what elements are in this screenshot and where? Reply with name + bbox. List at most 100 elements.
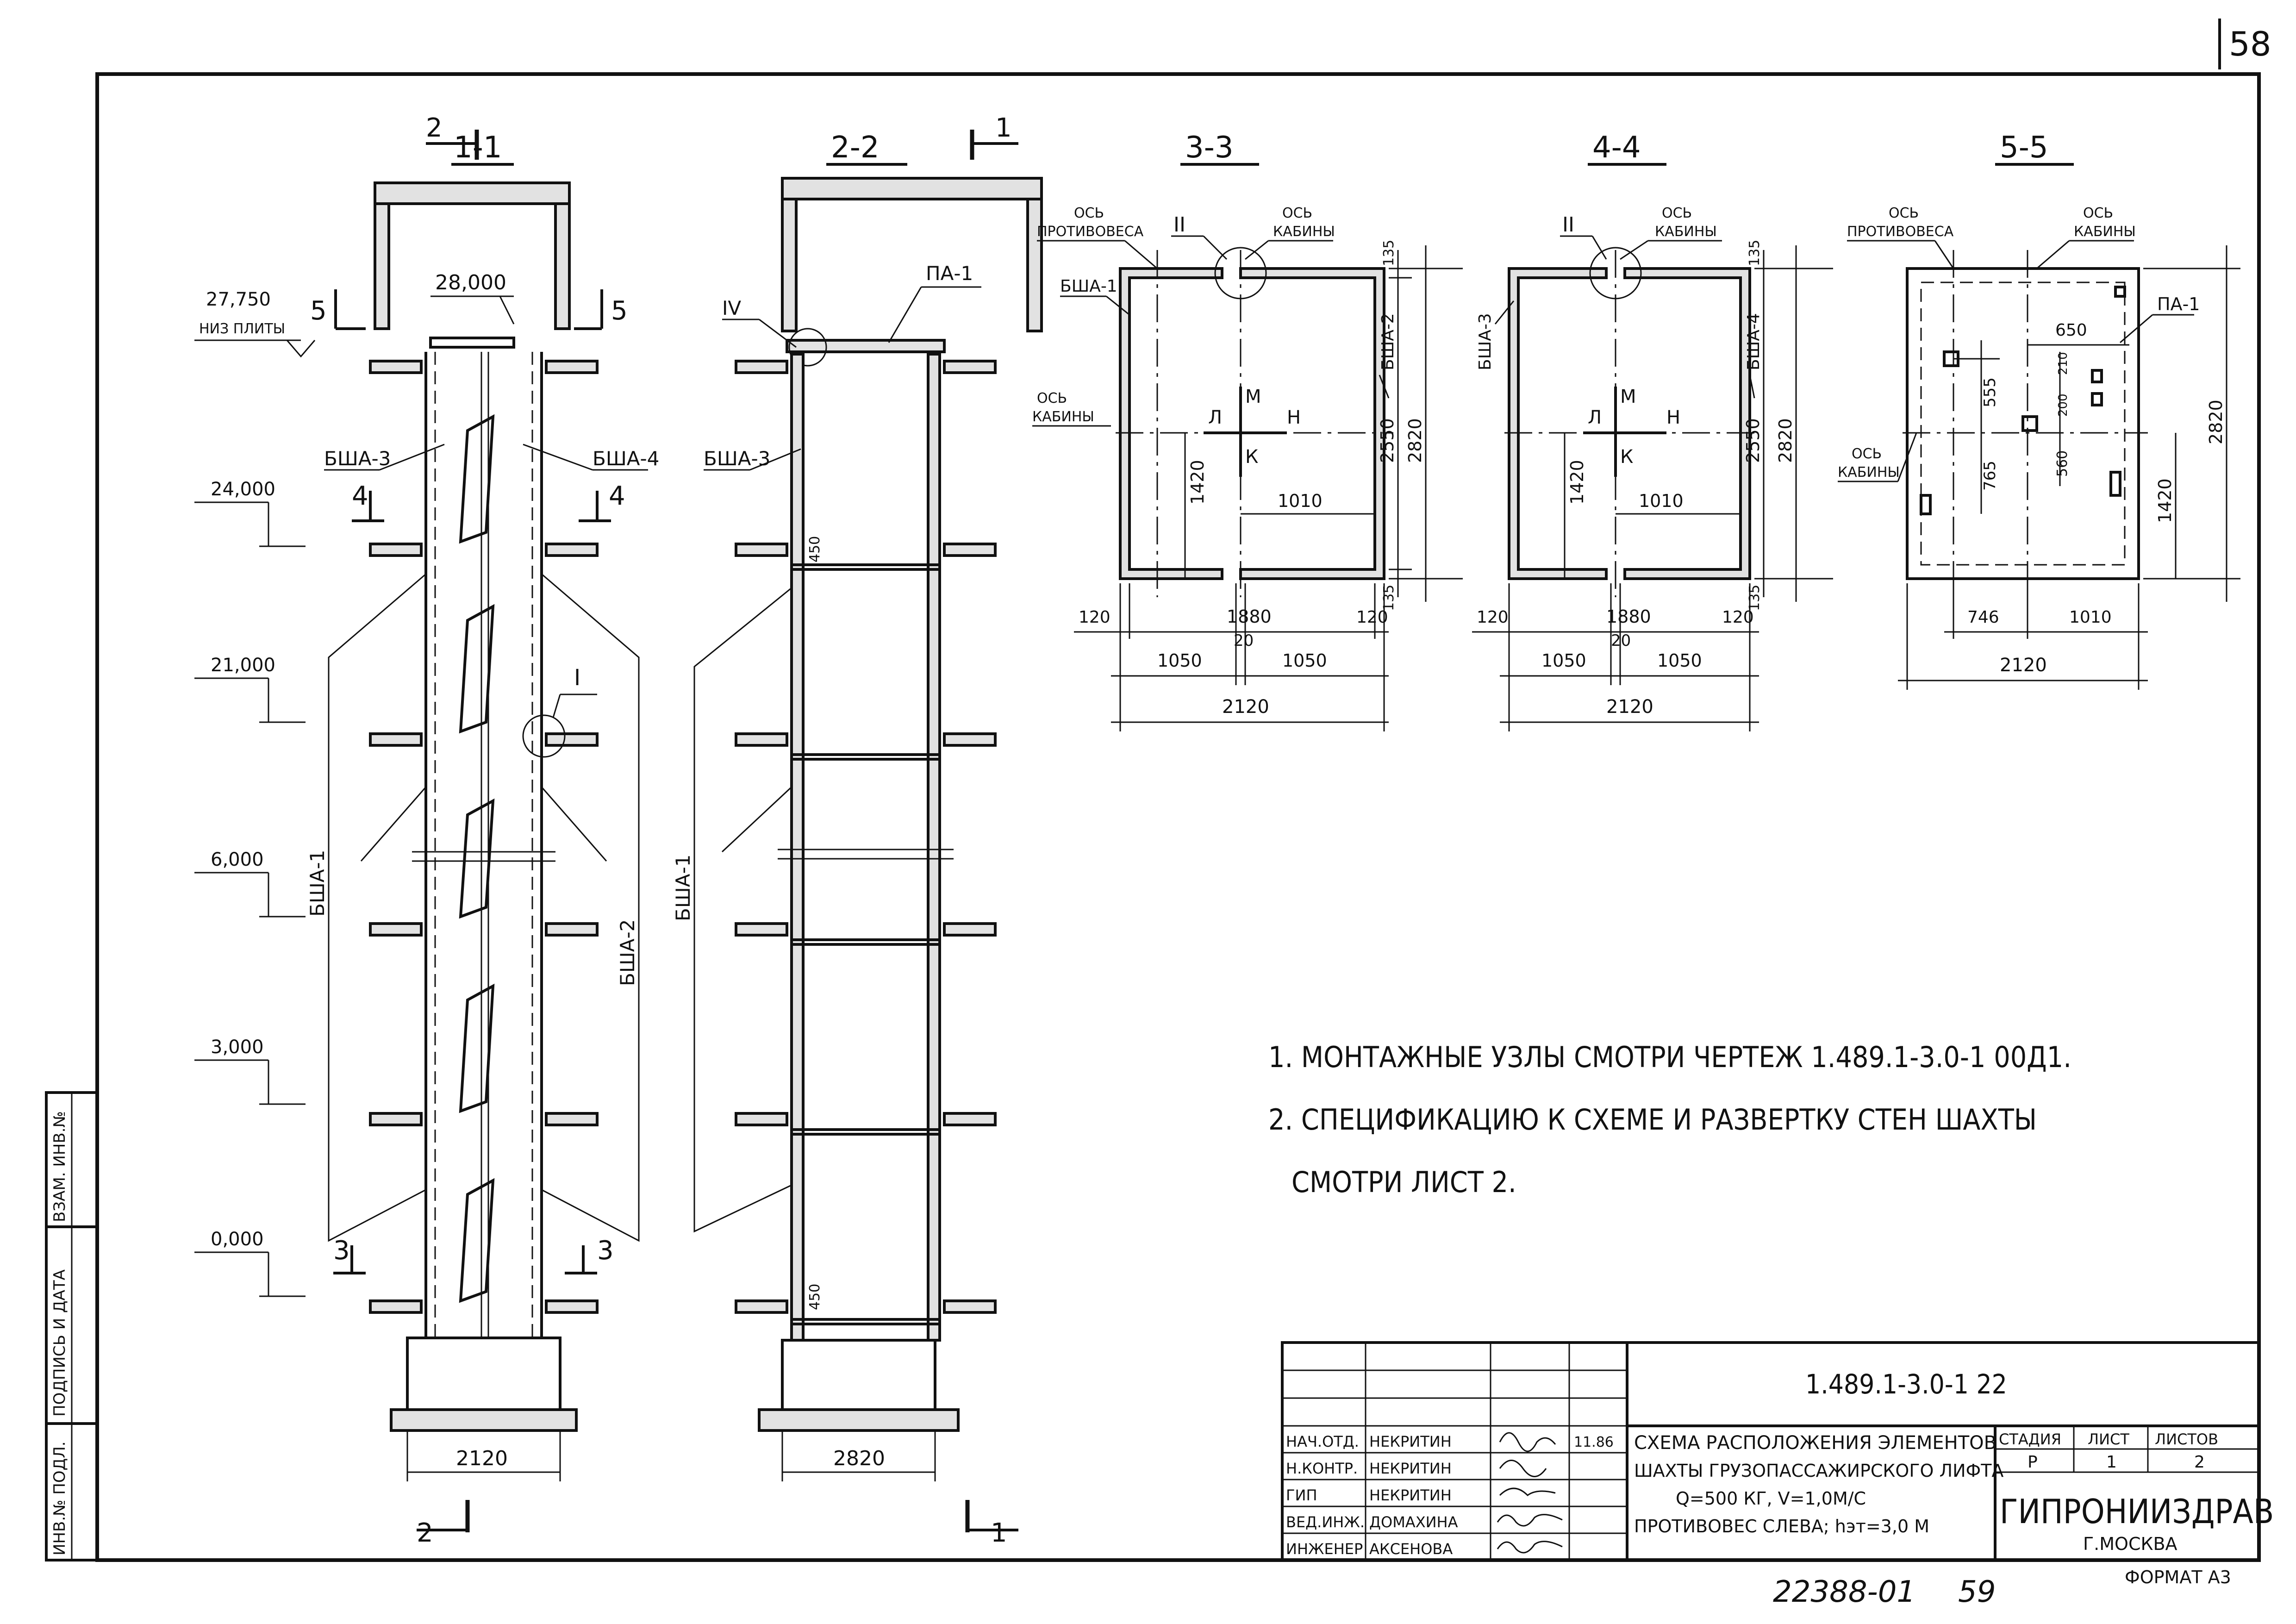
corner-number: 58 bbox=[2229, 25, 2271, 63]
bottom-number: 22388-01 bbox=[1773, 1575, 1915, 1609]
label-node-1: I bbox=[574, 665, 580, 691]
floor-slabs-1-1 bbox=[369, 360, 599, 1314]
label-axis-cab-2b-5-5: КАБИНЫ bbox=[1838, 464, 1900, 481]
dim-2120-5-5: 2120 bbox=[2000, 655, 2047, 676]
dir-K-4-4: К bbox=[1620, 446, 1633, 468]
label-axis-cab-2-5-5: КАБИНЫ bbox=[2074, 224, 2136, 240]
dim-450-a: 450 bbox=[807, 536, 823, 562]
label-bsha1-2-2: БША-1 bbox=[672, 855, 694, 921]
dir-K-3-3: К bbox=[1245, 446, 1258, 468]
stage-val: Р bbox=[2028, 1453, 2038, 1472]
label-axis-cab-2-3-3: КАБИНЫ bbox=[1273, 224, 1335, 240]
marker-4-left: 4 bbox=[352, 481, 368, 511]
dir-M-3-3: М bbox=[1245, 386, 1261, 407]
signatures bbox=[1497, 1432, 1563, 1554]
bottom-page: 59 bbox=[1958, 1575, 1996, 1609]
side-stamp-vzam: ВЗАМ. ИНВ.№ bbox=[50, 1111, 69, 1222]
dim-450-b: 450 bbox=[807, 1284, 823, 1310]
dir-L-3-3: Л bbox=[1208, 407, 1222, 428]
marker-3-left: 3 bbox=[333, 1236, 350, 1266]
dim-746-5-5: 746 bbox=[1967, 608, 1999, 627]
label-axis-cw-2-3-3: ПРОТИВОВЕСА bbox=[1037, 224, 1144, 240]
dim-2550-3-3: 2550 bbox=[1377, 418, 1398, 463]
dim-765-5-5: 765 bbox=[1981, 461, 1999, 491]
dim-20-3-3: 20 bbox=[1234, 631, 1254, 650]
label-node-4: IV bbox=[722, 297, 741, 319]
role-2: ГИП bbox=[1286, 1487, 1317, 1504]
section-5-5-title: 5-5 bbox=[2000, 131, 2048, 165]
org-name: ГИПРОНИИЗДРАВ bbox=[2000, 1492, 2274, 1531]
date-0: 11.86 bbox=[1574, 1434, 1614, 1450]
side-stamp-sign: ПОДПИСЬ И ДАТА bbox=[50, 1269, 69, 1417]
section-3-3-title: 3-3 bbox=[1185, 131, 1234, 165]
dim-135b-4-4: 135 bbox=[1747, 585, 1763, 611]
dim-1050b-4-4: 1050 bbox=[1657, 650, 1702, 671]
section-2-2: 2-2 1 ПА-1 IV bbox=[672, 113, 1043, 1548]
section-3-3: 3-3 II ОСЬ ПРОТИВОВЕСА ОСЬ КАБИНЫ БША-1 … bbox=[1032, 131, 1463, 731]
dim-200-5-5: 200 bbox=[2056, 394, 2070, 417]
title-line-1: СХЕМА РАСПОЛОЖЕНИЯ ЭЛЕМЕНТОВ bbox=[1634, 1432, 1997, 1454]
label-axis-cw-1-5-5: ОСЬ bbox=[1889, 205, 1919, 221]
dir-N-3-3: Н bbox=[1287, 407, 1301, 428]
label-axis-cab-1b-5-5: ОСЬ bbox=[1852, 446, 1882, 462]
section-1-1-marker-left: 2 bbox=[426, 113, 443, 143]
marker-3-right: 3 bbox=[597, 1236, 614, 1266]
label-bsha1-3-3: БША-1 bbox=[1060, 277, 1117, 296]
dir-N-4-4: Н bbox=[1666, 407, 1680, 428]
elev-27750: 27,750 bbox=[206, 289, 271, 310]
label-bsha3-2-2: БША-3 bbox=[704, 447, 770, 470]
dir-M-4-4: М bbox=[1620, 386, 1636, 407]
role-4: ИНЖЕНЕР bbox=[1286, 1540, 1363, 1558]
org-city: Г.МОСКВА bbox=[2083, 1534, 2177, 1554]
label-axis-cab-1-5-5: ОСЬ bbox=[2083, 205, 2113, 221]
label-bsha3-4-4: БША-3 bbox=[1476, 313, 1495, 370]
dim-2120-1-1: 2120 bbox=[456, 1447, 508, 1470]
label-bsha3-1-1: БША-3 bbox=[324, 447, 391, 470]
label-axis-cab-2-4-4: КАБИНЫ bbox=[1655, 224, 1717, 240]
section-2-2-marker-bottom: 1 bbox=[991, 1518, 1007, 1548]
name-2: НЕКРИТИН bbox=[1369, 1487, 1452, 1504]
floor-slabs-2-2 bbox=[735, 360, 997, 1314]
section-1-1-marker-bottom: 2 bbox=[417, 1518, 433, 1548]
dir-L-4-4: Л bbox=[1588, 407, 1602, 428]
title-line-3: Q=500 КГ, V=1,0М/С bbox=[1676, 1488, 1866, 1509]
label-axis-cw-2-5-5: ПРОТИВОВЕСА bbox=[1847, 224, 1954, 240]
dim-1050b-3-3: 1050 bbox=[1282, 650, 1327, 671]
side-stamp-inv: ИНВ.№ ПОДЛ. bbox=[50, 1441, 69, 1555]
doc-code: 1.489.1-3.0-1 22 bbox=[1805, 1368, 2007, 1400]
section-4-4-title: 4-4 bbox=[1592, 131, 1641, 165]
dim-555-5-5: 555 bbox=[1981, 377, 1999, 407]
dim-1420-4-4: 1420 bbox=[1567, 460, 1587, 505]
marker-5-left: 5 bbox=[310, 296, 327, 326]
title-line-2: ШАХТЫ ГРУЗОПАССАЖИРСКОГО ЛИФТА bbox=[1634, 1461, 2003, 1481]
section-2-2-marker-right: 1 bbox=[995, 113, 1012, 143]
label-axis-cab-2b-3-3: КАБИНЫ bbox=[1032, 409, 1094, 425]
dim-2820-3-3: 2820 bbox=[1405, 418, 1425, 463]
label-pa1-5-5: ПА-1 bbox=[2157, 294, 2200, 314]
label-bsha1-1-1: БША-1 bbox=[306, 850, 329, 917]
dim-650-5-5: 650 bbox=[2055, 321, 2087, 340]
elev-21000: 21,000 bbox=[211, 655, 275, 676]
sheet-val: 1 bbox=[2106, 1453, 2117, 1472]
dim-1880-3-3: 1880 bbox=[1227, 606, 1272, 627]
dim-1880-4-4: 1880 bbox=[1606, 606, 1651, 627]
name-4: АКСЕНОВА bbox=[1369, 1540, 1453, 1558]
label-axis-cab-1b-3-3: ОСЬ bbox=[1037, 390, 1067, 406]
label-bsha4-4-4: БША-4 bbox=[1744, 313, 1763, 370]
elev-3000: 3,000 bbox=[211, 1037, 264, 1058]
label-axis-cab-1-4-4: ОСЬ bbox=[1662, 205, 1692, 221]
notes: 1. МОНТАЖНЫЕ УЗЛЫ СМОТРИ ЧЕРТЕЖ 1.489.1-… bbox=[1268, 1040, 2071, 1199]
dim-1420-3-3: 1420 bbox=[1187, 460, 1208, 505]
note-3: СМОТРИ ЛИСТ 2. bbox=[1292, 1165, 1516, 1199]
elev-0000: 0,000 bbox=[211, 1229, 264, 1250]
dim-1010-3-3: 1010 bbox=[1278, 491, 1323, 511]
dim-120b-3-3: 120 bbox=[1356, 608, 1388, 627]
role-0: НАЧ.ОТД. bbox=[1286, 1433, 1359, 1450]
dim-135b-3-3: 135 bbox=[1381, 585, 1397, 611]
label-node-2-3-3: II bbox=[1173, 213, 1185, 237]
dim-1420-5-5: 1420 bbox=[2155, 478, 2175, 523]
marker-5-right: 5 bbox=[611, 296, 628, 326]
sheets-hdr: ЛИСТОВ bbox=[2155, 1430, 2218, 1448]
dim-1010-4-4: 1010 bbox=[1639, 491, 1684, 511]
